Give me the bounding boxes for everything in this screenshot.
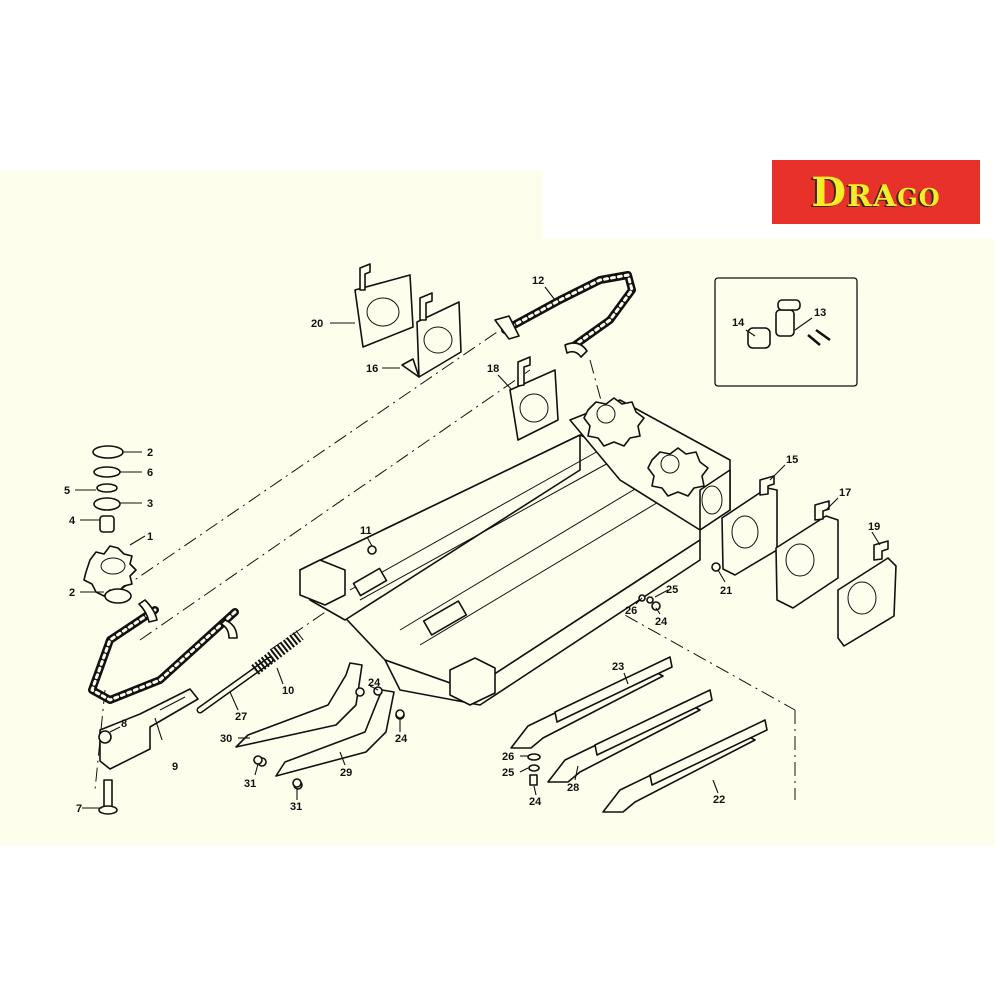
logo-letters-ra: RA: [847, 178, 898, 214]
support-30: [235, 662, 363, 748]
callout-26: 26: [625, 605, 637, 617]
callout-23: 23: [612, 661, 624, 673]
main-frame: [299, 434, 701, 706]
callout-2: 2: [147, 447, 153, 459]
callout-13: 13: [814, 307, 826, 319]
callout-25: 25: [666, 584, 678, 596]
frame-tube: [422, 600, 468, 636]
sprocket: [83, 545, 137, 597]
callout-24: 24: [368, 677, 381, 689]
callout-25: 25: [502, 767, 514, 779]
callout-labels: 2 6 5 3 4 1 2 20 16 12 18 14 13 15 17 19…: [64, 275, 880, 815]
callout-4: 4: [69, 515, 76, 527]
brand-logo-text: DRAGO: [811, 169, 940, 216]
callout-24: 24: [529, 796, 542, 808]
cap-top: [92, 445, 124, 459]
callout-7: 7: [76, 803, 82, 815]
callout-6: 6: [147, 467, 153, 479]
bracket-20: [354, 274, 414, 348]
tensioner-arm: [99, 688, 199, 770]
nut: [98, 730, 112, 744]
callout-5: 5: [64, 485, 70, 497]
callout-18: 18: [487, 363, 499, 375]
leader-lines: [75, 286, 881, 809]
callout-21: 21: [720, 585, 732, 597]
brand-logo: DRAGO: [772, 160, 980, 224]
spring: [251, 630, 304, 675]
bracket-17: [775, 515, 839, 609]
callout-20: 20: [311, 318, 323, 330]
callout-31: 31: [290, 801, 302, 813]
bracket-18: [509, 356, 559, 441]
connector-link: [747, 327, 771, 349]
tensioner-assembly: [98, 630, 304, 815]
chain-link-inset: [714, 277, 858, 387]
skid-plates: [510, 656, 768, 813]
upper-brackets: [354, 263, 462, 378]
callout-22: 22: [713, 794, 725, 806]
callout-28: 28: [567, 782, 579, 794]
link-pins: [775, 309, 795, 337]
callout-24: 24: [395, 733, 408, 745]
callout-17: 17: [839, 487, 851, 499]
support-29: [275, 689, 395, 777]
callout-11: 11: [360, 525, 372, 537]
callout-29: 29: [340, 767, 352, 779]
gearbox-sprocket-left: [583, 397, 645, 447]
cap-bottom: [104, 588, 132, 604]
callout-3: 3: [147, 498, 153, 510]
callout-15: 15: [786, 454, 798, 466]
bracket-19: [837, 557, 897, 647]
callout-24: 24: [655, 616, 668, 628]
seal: [93, 466, 121, 478]
pin: [103, 779, 113, 809]
callout-27: 27: [235, 711, 247, 723]
bracket-16: [416, 301, 462, 378]
sprocket-stack: [83, 445, 137, 604]
callout-30: 30: [220, 733, 232, 745]
logo-letter-d: D: [811, 168, 848, 216]
callout-14: 14: [732, 317, 745, 329]
bearing: [93, 497, 121, 511]
upper-gathering-chain: [494, 271, 636, 358]
gearbox-sprocket-right: [647, 447, 709, 497]
callout-8: 8: [121, 718, 127, 730]
callout-19: 19: [868, 521, 880, 533]
right-brackets: [721, 475, 897, 647]
callout-12: 12: [532, 275, 544, 287]
bushing: [99, 515, 115, 533]
callout-16: 16: [366, 363, 378, 375]
left-gathering-chain: [88, 599, 239, 704]
callout-2: 2: [69, 587, 75, 599]
callout-10: 10: [282, 685, 294, 697]
hardware: [253, 545, 721, 788]
callout-9: 9: [172, 761, 178, 773]
o-ring: [96, 483, 118, 493]
logo-letters-go: GO: [897, 182, 941, 212]
callout-1: 1: [147, 531, 153, 543]
gearbox: [569, 397, 731, 531]
callout-31: 31: [244, 778, 256, 790]
callout-26: 26: [502, 751, 514, 763]
